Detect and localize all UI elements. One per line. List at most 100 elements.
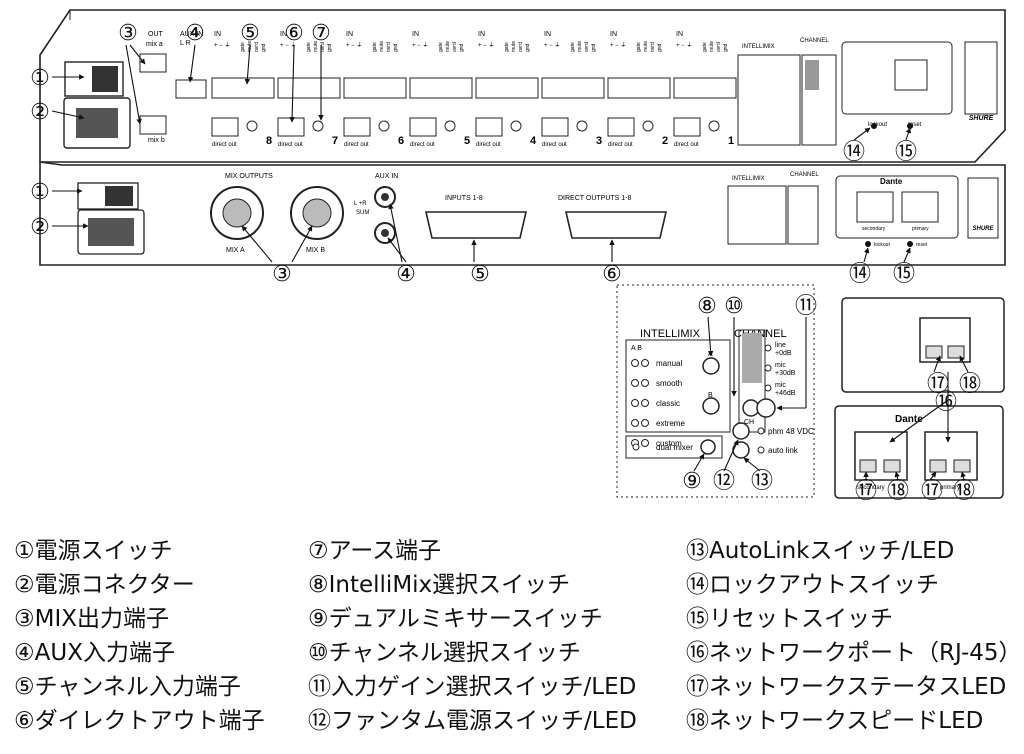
mode-led-a bbox=[631, 399, 639, 407]
rear-channel-label: CHANNEL bbox=[800, 38, 829, 44]
callout-number: ③ bbox=[272, 262, 292, 287]
gain-label: mic bbox=[775, 382, 786, 389]
mode-led-b bbox=[641, 419, 649, 427]
detail-b-label: B bbox=[708, 392, 713, 399]
callout-number: ⑨ bbox=[682, 469, 702, 494]
rear-aux-lr-label: L R bbox=[180, 40, 191, 47]
rear-channel-number: 3 bbox=[596, 135, 602, 147]
rear-ctrl-label: gate bbox=[306, 42, 312, 52]
detail-secondary-label: secondary bbox=[857, 485, 885, 491]
gain-button bbox=[756, 398, 776, 418]
rear-in-label: IN bbox=[676, 31, 683, 38]
rear-ctrl-label: ovrd bbox=[584, 42, 590, 52]
rear-ctrl-label: mute bbox=[577, 41, 583, 52]
rear-direct-out-label: direct out bbox=[542, 142, 567, 148]
rear-in-label: IN bbox=[412, 31, 419, 38]
mix-b-label: MIX B bbox=[306, 247, 325, 254]
rear-ctrl-label: gnd bbox=[261, 43, 267, 52]
detail-dual-mixer-label: dual mixer bbox=[656, 443, 693, 452]
detail-primary-label: primary bbox=[940, 485, 960, 491]
mode-label: classic bbox=[656, 399, 680, 408]
rear-in-label: IN bbox=[280, 31, 287, 38]
rear-ctrl-label: ovrd bbox=[650, 42, 656, 52]
mode-led-a bbox=[631, 379, 639, 387]
legend-item: ⑨デュアルミキサースイッチ bbox=[308, 606, 603, 632]
rear-input-terminal bbox=[475, 77, 539, 99]
rear-ctrl-label: gnd bbox=[591, 43, 597, 52]
rear-ctrl-label: gate bbox=[372, 42, 378, 52]
rear-ctrl-label: ovrd bbox=[716, 42, 722, 52]
rear-channel-number: 8 bbox=[266, 135, 272, 147]
rear-ctrl-label: mute bbox=[709, 41, 715, 52]
legend-item: ⑥ダイレクトアウト端子 bbox=[14, 708, 265, 734]
front-reset-label: reset bbox=[916, 242, 928, 248]
callout-number: ⑮ bbox=[893, 262, 915, 287]
rear-ctrl-label: gate bbox=[240, 42, 246, 52]
callout-number: ⑱ bbox=[959, 372, 981, 397]
network-port-primary bbox=[924, 431, 978, 481]
control-detail: INTELLIMIX CHANNEL A B manualsmoothclass… bbox=[616, 284, 815, 498]
rear-brand: SHURE bbox=[969, 115, 994, 122]
mode-led-b bbox=[641, 399, 649, 407]
front-channel-label: CHANNEL bbox=[790, 172, 819, 178]
rear-ctrl-label: gnd bbox=[657, 43, 663, 52]
front-intellimix-label: INTELLIMIX bbox=[732, 176, 765, 182]
rear-lockout-label: lockout bbox=[868, 122, 887, 128]
gain-label: mic bbox=[775, 362, 786, 369]
callout-number: ① bbox=[30, 180, 50, 205]
legend-item: ⑱ネットワークスピードLED bbox=[686, 708, 984, 734]
callout-number: ⑧ bbox=[697, 294, 717, 319]
rear-mix-b-label: mix b bbox=[148, 137, 165, 144]
rear-ctrl-label: ovrd bbox=[320, 42, 326, 52]
callout-number: ⑰ bbox=[927, 372, 949, 397]
lr-sum-label-2: SUM bbox=[356, 210, 369, 216]
rear-direct-out-terminal bbox=[475, 117, 503, 137]
rear-channel-number: 5 bbox=[464, 135, 470, 147]
rear-ctrl-label: gate bbox=[438, 42, 444, 52]
rear-pin-label: + − ⏚ bbox=[478, 42, 494, 49]
rear-channel-number: 2 bbox=[662, 135, 668, 147]
gain-led bbox=[764, 364, 772, 372]
legend-item: ⑦アース端子 bbox=[308, 538, 442, 564]
rear-direct-out-label: direct out bbox=[608, 142, 633, 148]
callout-number: ⑤ bbox=[470, 262, 490, 287]
rear-ctrl-label: gnd bbox=[459, 43, 465, 52]
rear-aux-in-label: AUX IN bbox=[180, 31, 203, 38]
legend-item: ④AUX入力端子 bbox=[14, 640, 175, 666]
rear-ctrl-label: gate bbox=[570, 42, 576, 52]
rear-input-terminal bbox=[409, 77, 473, 99]
callout-number: ① bbox=[30, 66, 50, 91]
rear-out-label: OUT bbox=[148, 31, 164, 38]
detail-ch-label: CH bbox=[744, 419, 754, 426]
rear-pin-label: + − ⏚ bbox=[610, 42, 626, 49]
intellimix-a-button bbox=[702, 357, 720, 375]
autolink-button bbox=[732, 441, 750, 459]
callout-number: ⑫ bbox=[713, 469, 735, 494]
detail-dante-label: Dante bbox=[895, 414, 923, 425]
legend-item: ②電源コネクター bbox=[14, 572, 195, 598]
rear-channel-number: 1 bbox=[728, 135, 734, 147]
gain-value: +0dB bbox=[775, 350, 792, 357]
front-panel: MIX OUTPUTS MIX A MIX B AUX IN L +R SUM … bbox=[39, 161, 1006, 266]
rear-direct-out-label: direct out bbox=[476, 142, 501, 148]
callout-number: ⑤ bbox=[240, 21, 260, 46]
callout-number: ② bbox=[30, 100, 50, 125]
network-port-secondary bbox=[854, 431, 908, 481]
front-lockout-label: lockout bbox=[874, 242, 890, 248]
mode-led-b bbox=[641, 379, 649, 387]
rear-direct-out-terminal bbox=[343, 117, 371, 137]
front-primary-label: primary bbox=[912, 226, 929, 232]
rear-in-label: IN bbox=[346, 31, 353, 38]
rear-ctrl-label: mute bbox=[379, 41, 385, 52]
mode-led-a bbox=[631, 359, 639, 367]
rear-pin-label: + − ⏚ bbox=[214, 42, 230, 49]
callout-number: ⑯ bbox=[935, 390, 957, 415]
mode-led-b bbox=[641, 359, 649, 367]
callout-number: ③ bbox=[118, 21, 138, 46]
rear-direct-out-label: direct out bbox=[410, 142, 435, 148]
rear-direct-out-label: direct out bbox=[278, 142, 303, 148]
callout-number: ④ bbox=[396, 262, 416, 287]
rear-channel-number: 4 bbox=[530, 135, 537, 147]
